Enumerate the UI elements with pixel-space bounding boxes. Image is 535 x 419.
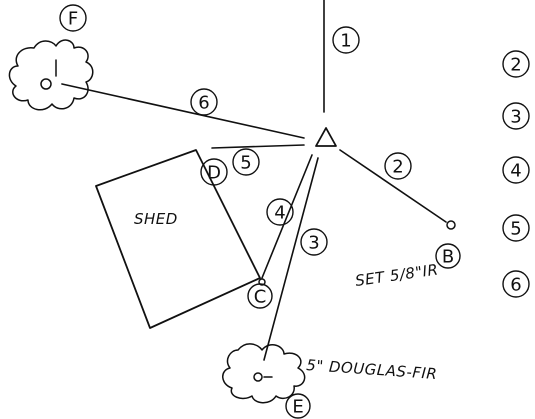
point-label-e: E xyxy=(285,393,311,419)
line-label-1: 1 xyxy=(332,26,360,54)
point-b-marker xyxy=(446,220,456,230)
line-5 xyxy=(211,144,305,149)
tree-f-trunk xyxy=(40,78,52,90)
svg-text:4: 4 xyxy=(274,203,285,224)
line-label-4: 4 xyxy=(266,198,294,226)
legend-number-6: 6 xyxy=(502,270,530,298)
line-label-3: 3 xyxy=(300,228,328,256)
douglas-fir-label: 5" DOUGLAS-FIR xyxy=(306,356,438,383)
line-3 xyxy=(263,157,319,361)
svg-text:6: 6 xyxy=(510,275,521,296)
svg-text:2: 2 xyxy=(510,55,521,76)
line-4 xyxy=(261,154,313,279)
control-point-triangle xyxy=(315,127,337,147)
svg-text:E: E xyxy=(292,397,303,418)
tree-e-canopy xyxy=(222,343,306,404)
line-label-5: 5 xyxy=(232,148,260,176)
svg-text:C: C xyxy=(254,287,267,308)
line-2 xyxy=(339,149,447,223)
svg-text:6: 6 xyxy=(198,93,209,114)
point-label-b: B xyxy=(435,243,461,269)
point-label-f: F xyxy=(59,4,87,32)
line-6 xyxy=(61,83,305,139)
legend-number-3: 3 xyxy=(502,102,530,130)
shed-label: SHED xyxy=(134,210,178,228)
point-label-d: D xyxy=(200,158,228,186)
set-iron-rod-label: SET 5/8"IR xyxy=(354,260,440,289)
shed-outline xyxy=(95,149,261,329)
point-label-c: C xyxy=(247,283,273,309)
legend-number-4: 4 xyxy=(502,156,530,184)
svg-text:F: F xyxy=(68,9,78,30)
svg-text:5: 5 xyxy=(240,153,251,174)
svg-text:2: 2 xyxy=(392,157,403,178)
tree-e-trunk xyxy=(253,372,263,382)
svg-text:3: 3 xyxy=(510,107,521,128)
line-label-2: 2 xyxy=(384,152,412,180)
svg-text:3: 3 xyxy=(308,233,319,254)
svg-text:B: B xyxy=(442,247,454,268)
legend-number-2: 2 xyxy=(502,50,530,78)
svg-text:1: 1 xyxy=(340,31,351,52)
svg-text:5: 5 xyxy=(510,219,521,240)
legend-number-5: 5 xyxy=(502,214,530,242)
svg-text:4: 4 xyxy=(510,161,521,182)
point-c-marker xyxy=(258,278,266,286)
svg-text:D: D xyxy=(207,163,221,184)
line-label-6: 6 xyxy=(190,88,218,116)
tree-f-canopy xyxy=(8,39,94,111)
